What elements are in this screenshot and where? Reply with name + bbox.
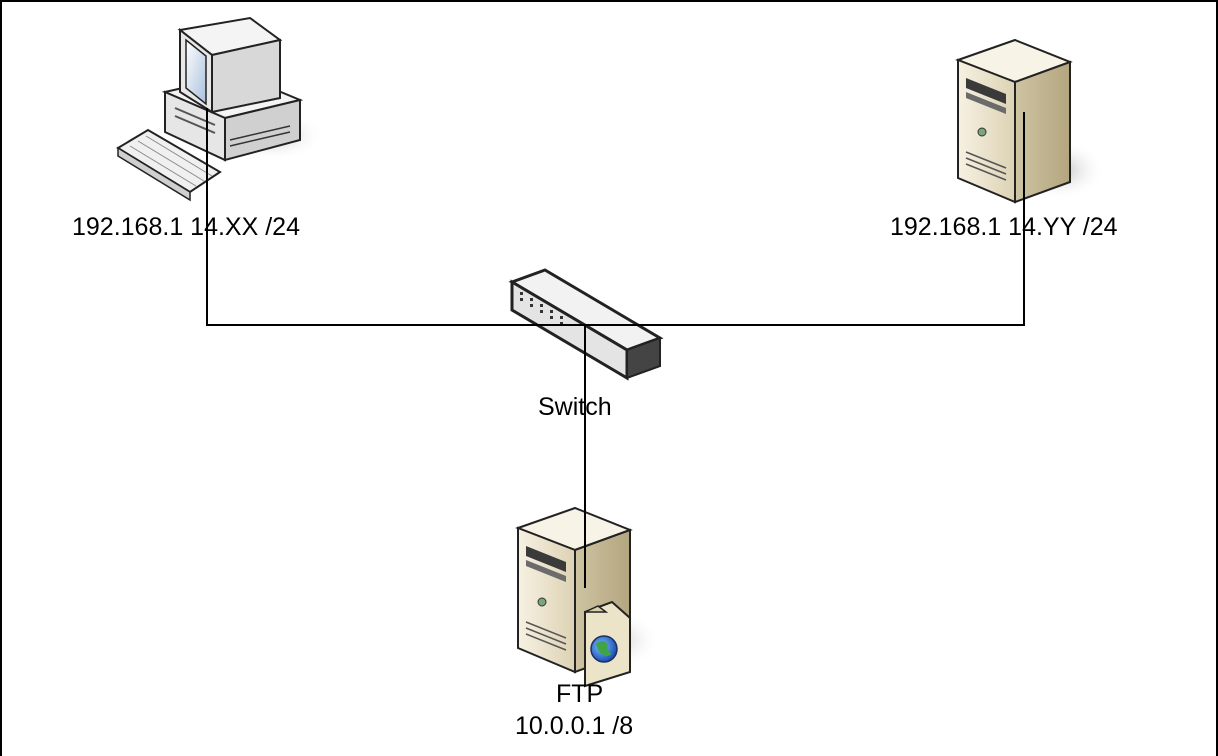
switch-label: Switch	[538, 393, 612, 421]
network-switch-icon	[508, 268, 664, 381]
workstation-ip-label: 192.168.1 14.XX /24	[72, 213, 300, 241]
ftp-name-label: FTP	[556, 680, 604, 708]
ftp-server-icon	[515, 506, 660, 688]
server-ip-label: 192.168.1 14.YY /24	[890, 213, 1118, 241]
link-server-switch	[585, 112, 1025, 326]
connection-lines	[206, 108, 1025, 588]
link-workstation-switch	[206, 108, 585, 326]
desktop-computer-icon	[116, 16, 325, 202]
tower-server-icon	[955, 38, 1105, 204]
ftp-ip-label: 10.0.0.1 /8	[515, 712, 634, 740]
ftp-folder-globe-icon	[584, 600, 631, 688]
